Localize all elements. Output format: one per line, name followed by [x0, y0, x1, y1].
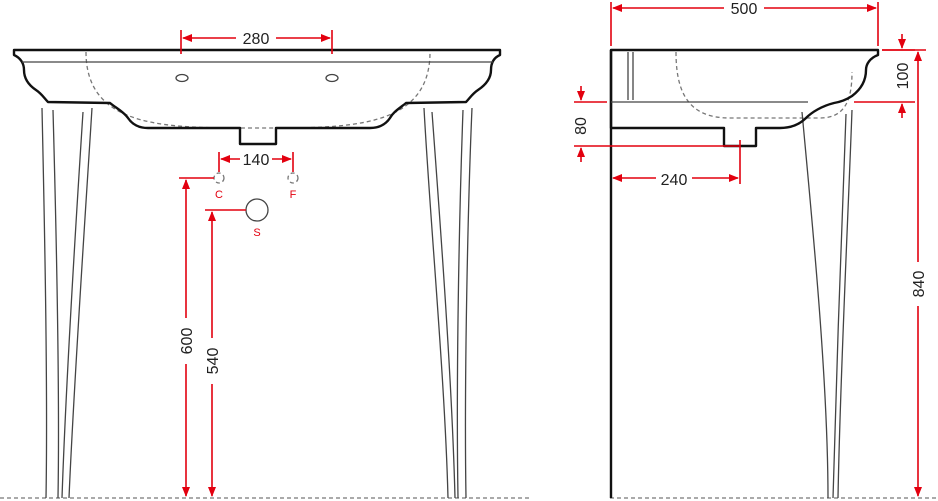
waste-outlet-icon — [245, 198, 269, 222]
right-leg — [423, 107, 473, 499]
dimension-basin-height: 100 — [854, 34, 915, 118]
waste-label: S — [253, 227, 260, 239]
dimension-apron: 80 — [573, 86, 740, 162]
hot-valve-icon — [287, 172, 299, 184]
hot-label: F — [290, 189, 297, 201]
dimension-tap-spacing: 280 — [180, 28, 333, 54]
dimension-waste-height: 540 — [202, 209, 246, 497]
front-view: C F S 280 140 600 — [0, 28, 530, 499]
side-leg — [801, 109, 853, 499]
waste-offset-value: 240 — [661, 172, 688, 189]
depth-value: 500 — [731, 1, 758, 18]
cold-valve-icon — [213, 172, 225, 184]
valve-height-value: 600 — [179, 328, 196, 355]
bowl-hidden-line — [85, 51, 431, 129]
valve-spacing-value: 140 — [243, 152, 270, 169]
basin-height-value: 100 — [895, 63, 912, 90]
tap-spacing-value: 280 — [243, 31, 270, 48]
dimension-valve-spacing: 140 — [218, 149, 294, 172]
dimension-depth: 500 — [610, 0, 879, 46]
dimension-waste-offset: 240 — [612, 140, 741, 189]
waste-height-value: 540 — [205, 348, 222, 375]
left-leg — [41, 107, 93, 499]
tap-hole-left — [175, 73, 189, 83]
side-basin-outline — [609, 48, 880, 148]
cold-label: C — [215, 189, 223, 201]
side-bowl-hidden-line — [675, 51, 853, 119]
dimension-rim-height: 840 — [882, 49, 928, 497]
basin-outline — [12, 48, 502, 146]
apron-value: 80 — [573, 117, 590, 135]
dimension-valve-height: 600 — [176, 177, 214, 497]
tap-hole-right — [325, 73, 339, 83]
side-view: 500 100 840 80 — [573, 0, 938, 499]
rim-height-value: 840 — [911, 271, 928, 298]
